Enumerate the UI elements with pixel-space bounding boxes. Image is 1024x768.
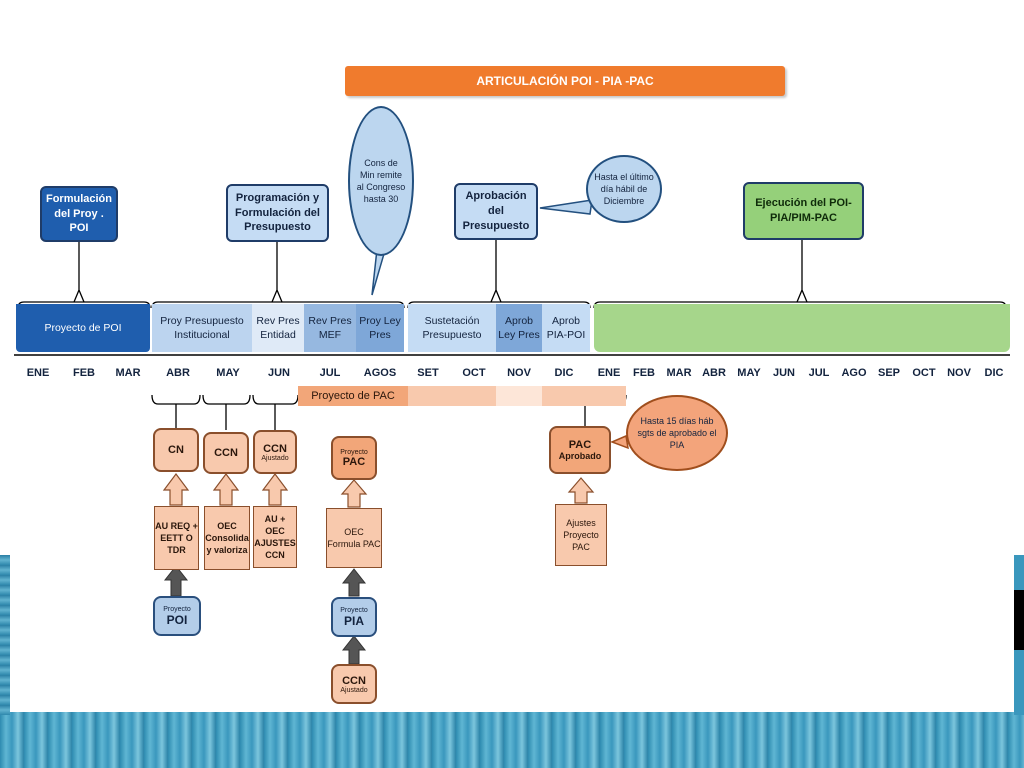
proyecto-pia-sub: Proyecto <box>340 606 368 614</box>
phase-ejecucion-band <box>594 304 1010 352</box>
cn-box: CN <box>153 428 199 472</box>
month-label: AGO <box>841 367 867 379</box>
aprobacion-box: Aprobación del Presupuesto <box>454 183 538 240</box>
phase-proyecto-poi: Proyecto de POI <box>16 304 150 352</box>
phase-proy-ley-pres: Proy Ley Pres <box>356 304 404 352</box>
ccn-ajustado-bottom-box: CCN Ajustado <box>331 664 377 704</box>
pac-band-end <box>542 386 626 406</box>
phase-rev-pres-mef: Rev Pres MEF <box>304 304 356 352</box>
month-label: NOV <box>507 367 531 379</box>
hasta-ultimo-bubble: Hasta el último día hábil de Diciembre <box>586 155 662 223</box>
pac-band-strong <box>298 386 408 406</box>
proyecto-pia-main: PIA <box>343 613 364 628</box>
ccn-ajustado-box: CCN Ajustado <box>253 430 297 474</box>
phase-rev-pres-entidad: Rev Pres Entidad <box>252 304 304 352</box>
hasta-15-bubble: Hasta 15 días háb sgts de aprobado el PI… <box>626 395 728 471</box>
oec-consolida-box: OEC Consolida y valoriza <box>204 506 250 570</box>
month-label: ENE <box>597 367 621 379</box>
ejecucion-box: Ejecución del POI- PIA/PIM-PAC <box>743 182 864 240</box>
month-label: AGOS <box>363 367 397 379</box>
proyecto-poi-sub: Proyecto <box>163 605 191 613</box>
proyecto-pac-main: PAC <box>342 455 366 468</box>
month-label: FEB <box>73 367 95 379</box>
month-label: MAY <box>737 367 761 379</box>
pac-aprobado-main: PAC <box>568 439 592 451</box>
pac-band-light <box>496 386 542 406</box>
month-label: MAR <box>666 367 692 379</box>
programacion-box: Programación y Formulación del Presupues… <box>226 184 329 242</box>
ccn-ajustado-sub: Ajustado <box>261 454 289 462</box>
au-req-box: AU REQ + EETT O TDR <box>154 506 199 570</box>
month-label: MAR <box>115 367 141 379</box>
phase-aprob-pia-poi: Aprob PIA-POI <box>542 304 590 352</box>
month-label: DIC <box>984 367 1004 379</box>
proyecto-poi-box: Proyecto POI <box>153 596 201 636</box>
proyecto-pac-box: Proyecto PAC <box>331 436 377 480</box>
month-label: JUN <box>772 367 795 379</box>
oec-formula-box: OEC Formula PAC <box>326 508 382 568</box>
month-label: ENE <box>26 367 50 379</box>
month-label: SEP <box>877 367 900 379</box>
month-label: NOV <box>947 367 971 379</box>
background-left-strip <box>0 555 10 715</box>
phase-sustetacion: Sustetación Presupuesto <box>408 304 496 352</box>
month-label: SET <box>417 367 439 379</box>
cons-min-bubble: Cons de Min remite al Congreso hasta 30 <box>348 106 414 256</box>
pac-aprobado-box: PAC Aprobado <box>549 426 611 474</box>
phase-proy-pres-inst: Proy Presupuesto Institucional <box>152 304 252 352</box>
ccn-box: CCN <box>203 432 249 474</box>
month-label: MAY <box>216 367 240 379</box>
pac-band-label: Proyecto de PAC <box>311 390 395 402</box>
ccn-bottom-main: CCN <box>342 674 366 687</box>
diagram-title: ARTICULACIÓN POI - PIA -PAC <box>345 66 785 96</box>
background-right-block <box>1014 590 1024 650</box>
month-label: JUL <box>319 367 341 379</box>
month-label: JUL <box>808 367 830 379</box>
ccn-ajustado-main: CCN <box>263 442 287 455</box>
month-label: OCT <box>462 367 486 379</box>
month-label: JUN <box>267 367 290 379</box>
proyecto-pia-box: Proyecto PIA <box>331 597 377 637</box>
month-label: OCT <box>912 367 936 379</box>
month-label: ABR <box>702 367 726 379</box>
proyecto-poi-main: POI <box>166 612 188 627</box>
formulacion-box: Formulación del Proy . POI <box>40 186 118 242</box>
month-label: ABR <box>166 367 190 379</box>
ccn-bottom-sub: Ajustado <box>340 686 368 694</box>
background-band <box>0 712 1024 768</box>
ajustes-proyecto-box: Ajustes Proyecto PAC <box>555 504 607 566</box>
month-label: DIC <box>554 367 574 379</box>
month-label: FEB <box>633 367 655 379</box>
pac-aprobado-sub: Aprobado <box>558 451 602 461</box>
phase-aprob-ley-pres: Aprob Ley Pres <box>496 304 542 352</box>
proyecto-pac-sub: Proyecto <box>340 448 368 456</box>
au-oec-ajustes-box: AU + OEC AJUSTES CCN <box>253 506 297 568</box>
pac-band-mid <box>408 386 496 406</box>
